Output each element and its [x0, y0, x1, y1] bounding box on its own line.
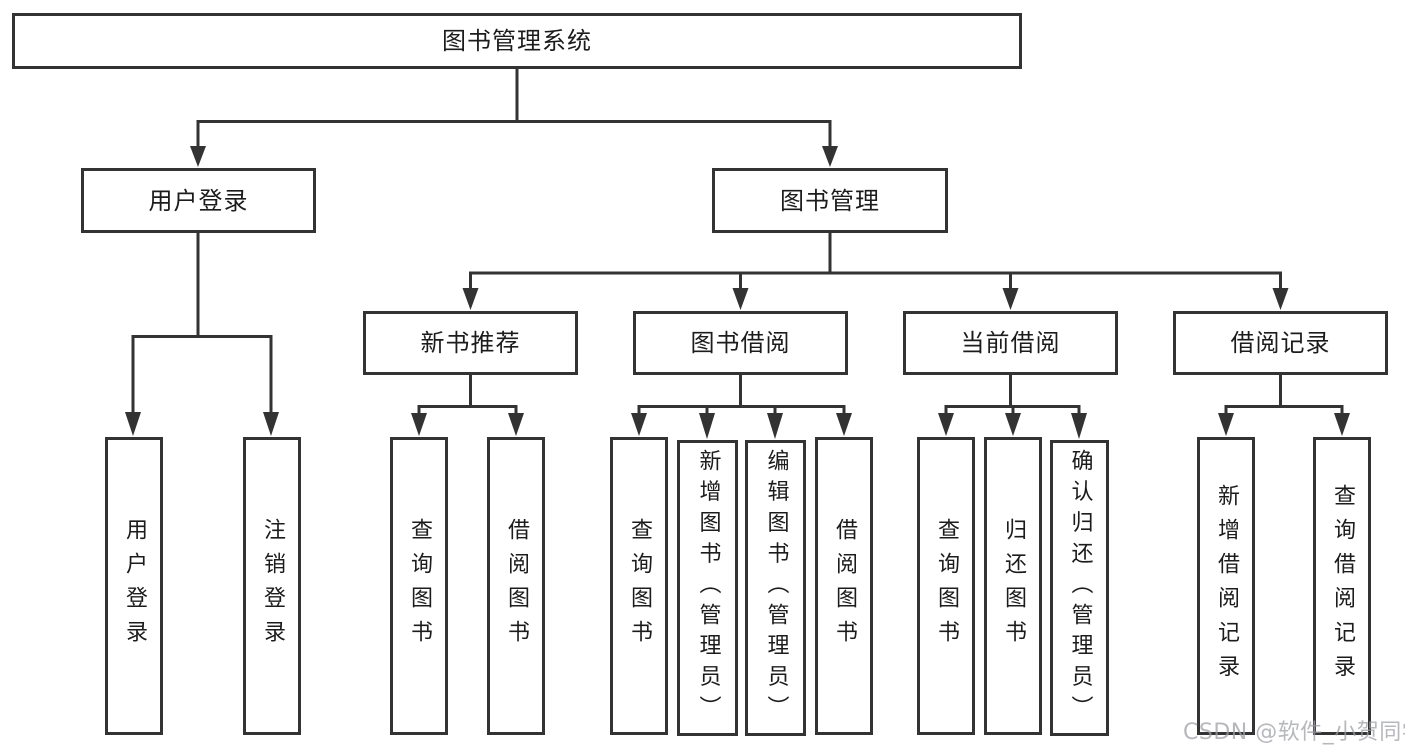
- leaf-add-borrow-record: 新增借阅记录: [1197, 437, 1255, 735]
- connector-new-book-recommend-to-children: [411, 375, 524, 436]
- connector-book-management-to-children: [462, 233, 1289, 310]
- node-book-management: 图书管理: [712, 168, 948, 233]
- node-new-book-recommend: 新书推荐: [363, 311, 578, 375]
- leaf-borrow-books-borrowing: 借阅图书: [815, 437, 873, 735]
- node-borrow-records: 借阅记录: [1173, 311, 1388, 375]
- leaf-edit-book-admin-label: 编辑图书（管理员）: [763, 449, 789, 727]
- leaf-borrow-books-borrowing-label: 借阅图书: [832, 517, 857, 655]
- leaf-logout: 注销登录: [243, 437, 301, 735]
- node-current-borrowing-label: 当前借阅: [960, 329, 1061, 357]
- connector-user-login-to-children: [125, 233, 279, 436]
- node-user-login: 用户登录: [81, 168, 316, 233]
- leaf-query-borrow-record-label: 查询借阅记录: [1330, 483, 1355, 689]
- leaf-borrow-books-recommend: 借阅图书: [487, 437, 545, 735]
- leaf-add-book-admin-label: 新增图书（管理员）: [695, 449, 721, 727]
- leaf-logout-label: 注销登录: [260, 517, 285, 655]
- leaf-query-books-recommend: 查询图书: [390, 437, 448, 735]
- leaf-confirm-return-admin-label: 确认归还（管理员）: [1067, 449, 1093, 727]
- connector-root-to-level2: [190, 68, 838, 167]
- node-book-management-label: 图书管理: [780, 186, 880, 215]
- leaf-add-borrow-record-label: 新增借阅记录: [1214, 483, 1239, 689]
- leaf-query-borrow-record: 查询借阅记录: [1313, 437, 1371, 735]
- node-book-borrowing-label: 图书借阅: [690, 329, 791, 357]
- connector-current-borrowing-to-children: [938, 375, 1087, 439]
- node-current-borrowing: 当前借阅: [903, 311, 1118, 375]
- leaf-add-book-admin: 新增图书（管理员）: [677, 440, 738, 736]
- csdn-watermark: CSDN @软件_小贺同学: [1183, 720, 1405, 745]
- leaf-edit-book-admin: 编辑图书（管理员）: [745, 440, 806, 736]
- leaf-return-book-label: 归还图书: [1001, 517, 1026, 655]
- leaf-query-books-borrowing: 查询图书: [610, 437, 668, 735]
- leaf-return-book: 归还图书: [984, 437, 1042, 735]
- connector-book-borrowing-to-children: [631, 375, 852, 439]
- leaf-query-books-current: 查询图书: [917, 437, 975, 735]
- node-new-book-recommend-label: 新书推荐: [420, 329, 521, 357]
- node-borrow-records-label: 借阅记录: [1230, 329, 1331, 357]
- node-book-borrowing: 图书借阅: [633, 311, 848, 375]
- connector-borrow-records-to-children: [1218, 375, 1350, 436]
- leaf-query-books-borrowing-label: 查询图书: [627, 517, 652, 655]
- leaf-query-books-current-label: 查询图书: [934, 517, 959, 655]
- node-user-login-label: 用户登录: [148, 186, 249, 215]
- leaf-borrow-books-recommend-label: 借阅图书: [504, 517, 529, 655]
- leaf-query-books-recommend-label: 查询图书: [407, 517, 432, 655]
- node-library-system: 图书管理系统: [12, 13, 1022, 69]
- leaf-confirm-return-admin: 确认归还（管理员）: [1050, 440, 1109, 736]
- leaf-user-login: 用户登录: [105, 437, 163, 735]
- leaf-user-login-label: 用户登录: [122, 517, 147, 655]
- node-library-system-label: 图书管理系统: [442, 27, 592, 55]
